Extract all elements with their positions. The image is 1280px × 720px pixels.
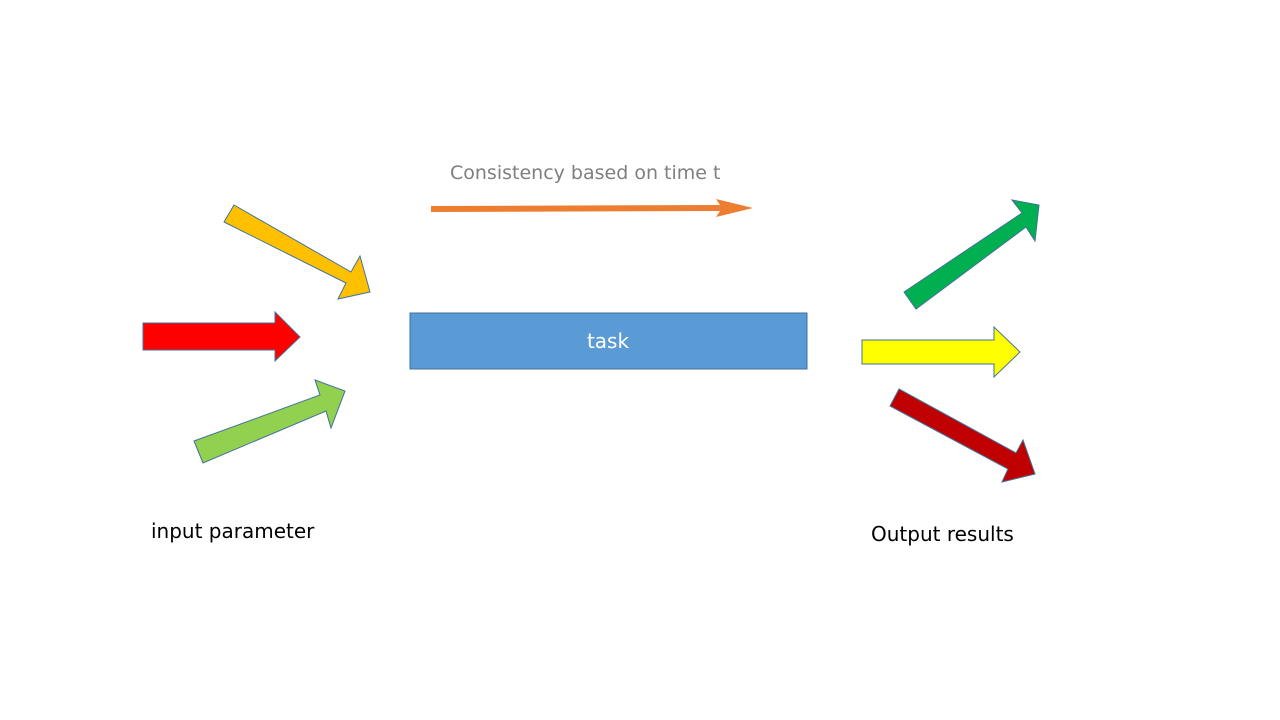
timeline-label: Consistency based on time t <box>450 162 720 184</box>
input-arrow-green <box>193 379 346 464</box>
task-box <box>409 312 808 370</box>
task-label: task <box>587 329 630 353</box>
input-label: input parameter <box>151 519 315 543</box>
input-arrow-orange <box>223 204 371 300</box>
output-arrow-green <box>903 199 1040 310</box>
timeline-arrow <box>431 199 753 217</box>
output-arrow-yellow <box>861 325 1021 379</box>
output-arrow-darkred <box>889 388 1036 483</box>
output-label: Output results <box>871 522 1014 546</box>
input-arrow-red <box>142 310 301 363</box>
